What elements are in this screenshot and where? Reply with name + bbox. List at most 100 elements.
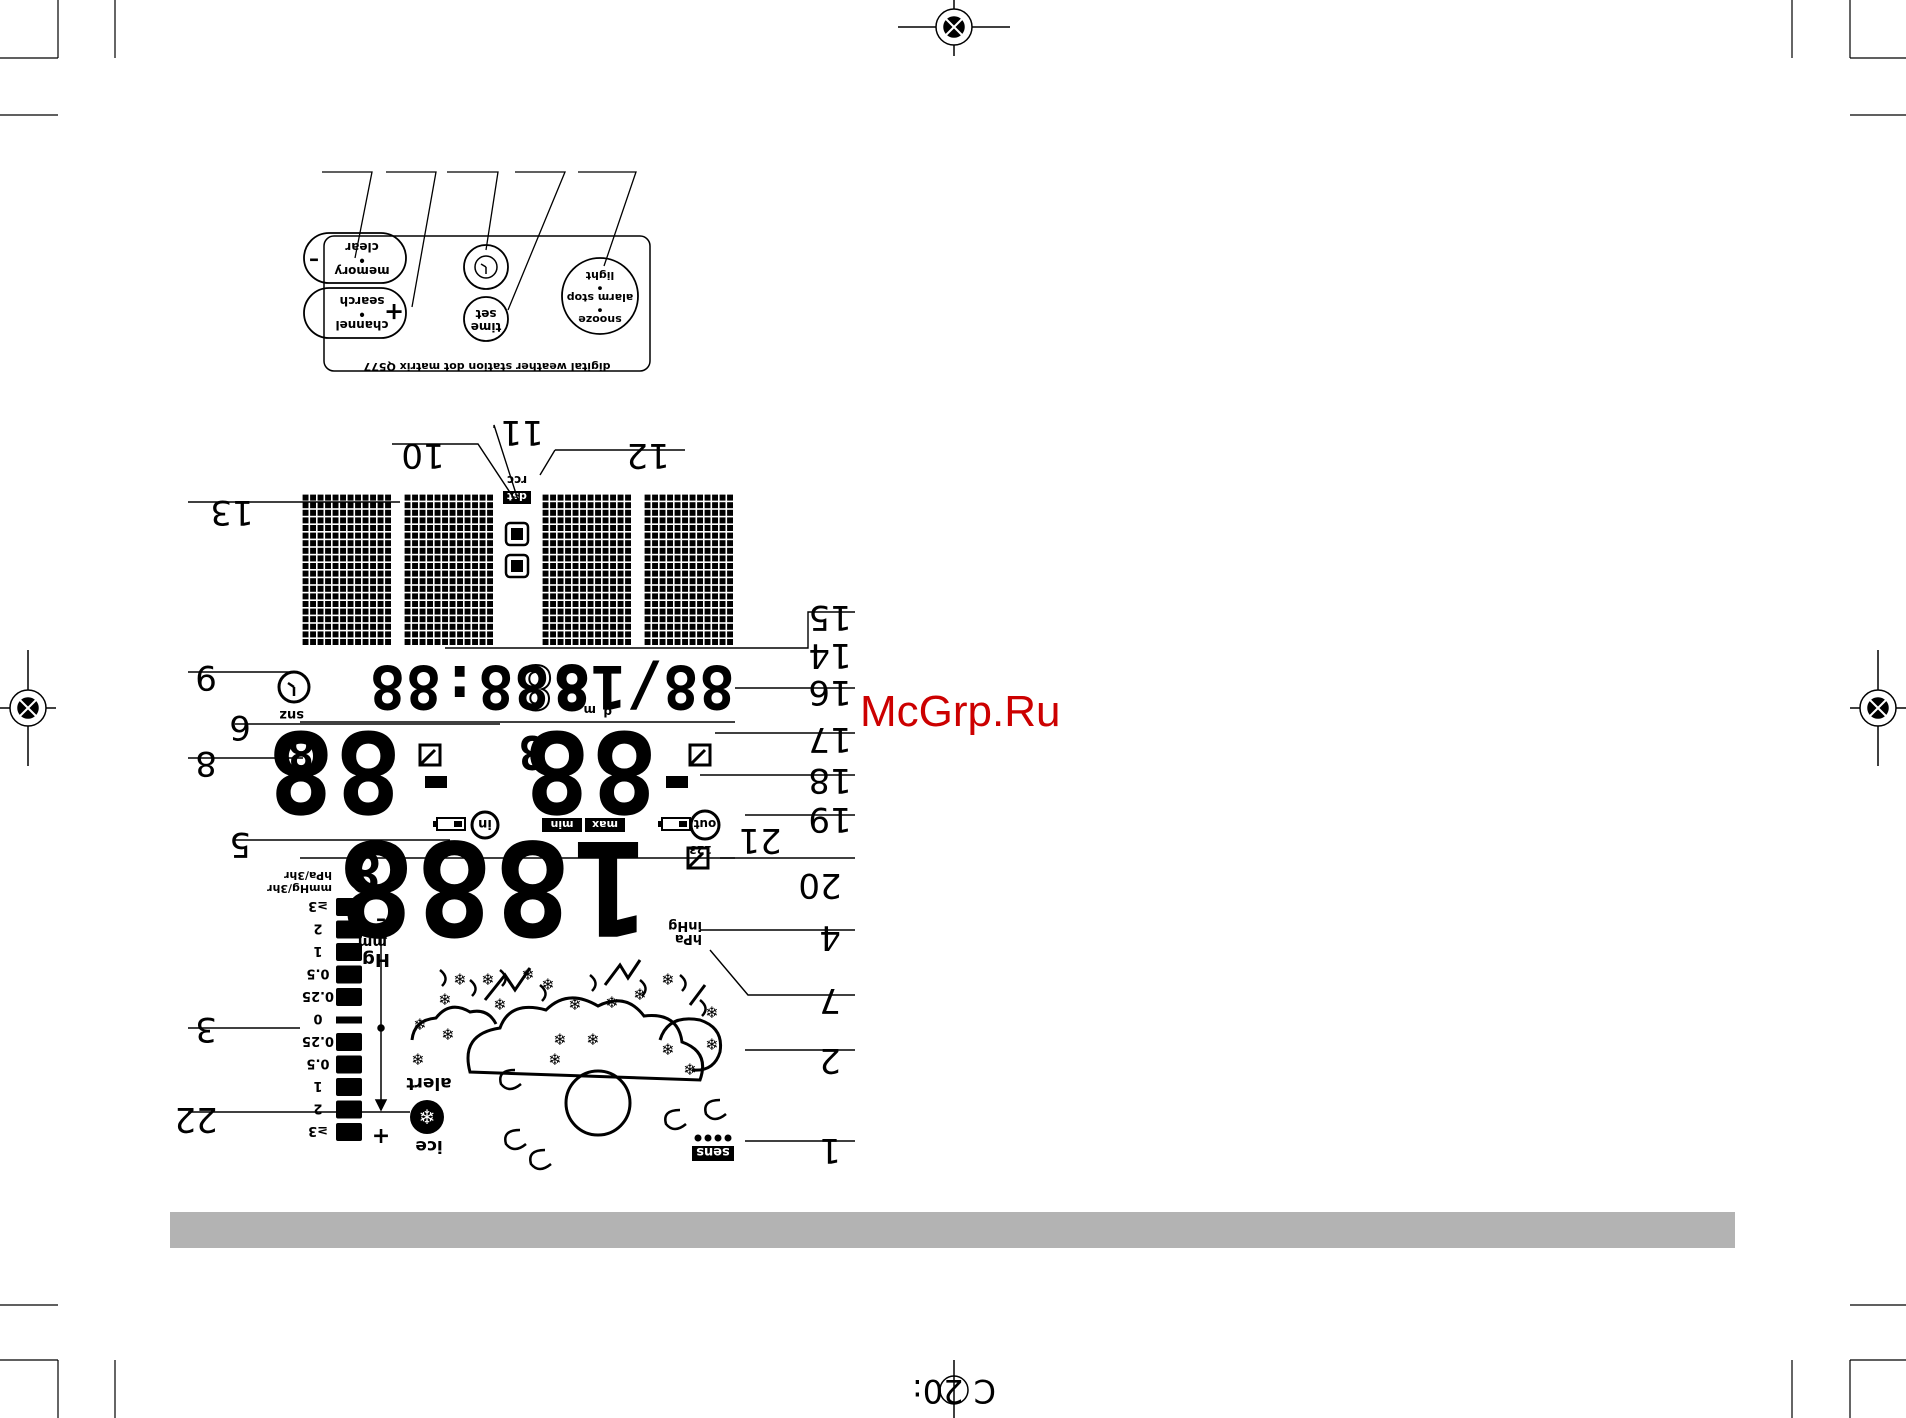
dot-matrix-pixel [625, 585, 631, 592]
dot-matrix-pixel [332, 570, 339, 577]
dot-matrix-pixel [355, 601, 361, 607]
dot-matrix-pixel [427, 570, 433, 577]
dot-matrix-pixel [464, 532, 471, 539]
ice-label: ice [415, 1136, 442, 1156]
dot-matrix-pixel [557, 540, 564, 547]
dot-matrix-pixel [550, 631, 556, 638]
memory-clear-button[interactable]: memory • clear – [303, 232, 407, 284]
dot-matrix-pixel [652, 593, 658, 600]
dot-matrix-pixel [550, 578, 556, 585]
dot-matrix-pixel [697, 570, 703, 577]
alert-label: alert [406, 1073, 451, 1093]
dot-matrix-pixel [427, 631, 433, 638]
dot-matrix-pixel [310, 570, 316, 577]
dot-matrix-pixel [704, 631, 711, 638]
snooze-alarm-light-button[interactable]: snooze • alarm stop • light [561, 257, 639, 335]
sun-icon [564, 1069, 632, 1137]
dot-matrix-pixel [434, 509, 441, 516]
bar-minus-label: – [376, 909, 386, 933]
dot-matrix-pixel [557, 532, 564, 539]
snowflake-icon: ❄ [438, 990, 451, 1009]
dot-matrix-pixel [325, 532, 331, 539]
dot-matrix-pixel [682, 509, 688, 516]
dot-matrix-pixel [427, 540, 433, 547]
dot-matrix-pixel [302, 517, 309, 524]
dot-matrix-pixel [404, 532, 411, 539]
dot-matrix-pixel [617, 570, 624, 577]
snowflake-icon: ❄ [605, 993, 618, 1012]
dot-matrix-pixel [377, 570, 384, 577]
dot-matrix-pixel [682, 578, 688, 585]
dot-matrix-pixel [617, 532, 624, 539]
dot-matrix-pixel [302, 563, 309, 569]
dot-matrix-pixel [302, 532, 309, 539]
dot-matrix-pixel [674, 502, 681, 509]
dot-matrix-pixel [310, 608, 316, 615]
dot-matrix-pixel [712, 585, 718, 592]
channel-search-button[interactable]: channel • search + [303, 287, 407, 339]
dot-matrix-pixel [355, 547, 361, 554]
dot-matrix-pixel [565, 593, 571, 600]
dot-matrix-pixel [302, 608, 309, 615]
alarm-clock-icon [474, 255, 498, 279]
callout-number-5: 5 [229, 824, 251, 864]
dot-matrix-pixel [542, 608, 549, 615]
dot-matrix-pixel [682, 631, 688, 638]
dot-matrix-pixel [580, 623, 586, 630]
dot-matrix-pixel [572, 578, 579, 585]
dot-matrix-pixel [652, 502, 658, 509]
dot-matrix-pixel [572, 631, 579, 638]
dot-matrix-pixel [325, 555, 331, 562]
dot-matrix-pixel [542, 639, 549, 645]
dot-matrix-pixel [385, 517, 391, 524]
dot-matrix-pixel [644, 502, 651, 509]
dot-matrix-pixel [644, 608, 651, 615]
dot-matrix-pixel [625, 563, 631, 569]
dot-matrix-pixel [689, 509, 696, 516]
dot-matrix-pixel [667, 631, 673, 638]
dot-matrix-pixel [704, 563, 711, 569]
dot-matrix-pixel [442, 585, 448, 592]
time-set-button[interactable]: time set [463, 296, 509, 342]
dot-matrix-pixel [404, 570, 411, 577]
dot-matrix-pixel [302, 623, 309, 630]
dot-matrix-pixel [625, 532, 631, 539]
callout-number-17: 17 [808, 719, 851, 759]
trend-arrow-icon-in [418, 743, 442, 767]
dot-matrix-pixel [434, 494, 441, 501]
dot-matrix-pixel [565, 509, 571, 516]
dot-matrix-pixel [580, 517, 586, 524]
dot-matrix-pixel [644, 631, 651, 638]
channel-label: channel [335, 318, 388, 332]
dot-matrix-pixel [325, 623, 331, 630]
dot-matrix-pixel [302, 555, 309, 562]
dot-matrix-pixel [385, 570, 391, 577]
dot-matrix-pixel [310, 623, 316, 630]
dot-matrix-pixel [697, 547, 703, 554]
hg-label: Hg [362, 949, 390, 970]
dot-matrix-pixel [674, 631, 681, 638]
clock-row: 88:88 snz [277, 651, 550, 722]
dot-matrix-pixel [355, 631, 361, 638]
dot-matrix-pixel [557, 563, 564, 569]
dot-matrix-pixel [325, 494, 331, 501]
dot-matrix-pixel [347, 540, 354, 547]
dot-matrix-pixel [449, 631, 456, 638]
pressure-history-bar [336, 1100, 362, 1119]
dot-matrix-pixel [652, 494, 658, 501]
dot-matrix-pixel [464, 631, 471, 638]
dot-matrix-pixel [557, 593, 564, 600]
dot-matrix-pixel [580, 578, 586, 585]
dot-matrix-pixel [464, 517, 471, 524]
dot-matrix-pixel [487, 517, 493, 524]
dot-matrix-pixel [595, 532, 601, 539]
dot-matrix-pixel [652, 601, 658, 607]
dot-matrix-pixel [385, 525, 391, 531]
alarm-icon-button[interactable] [463, 244, 509, 290]
dot-matrix-pixel [580, 547, 586, 554]
dot-matrix-pixel [719, 570, 726, 577]
dot-matrix-pixel [464, 502, 471, 509]
dot-matrix-pixel [442, 502, 448, 509]
dot-matrix-pixel [652, 547, 658, 554]
dot-matrix-pixel [727, 532, 733, 539]
